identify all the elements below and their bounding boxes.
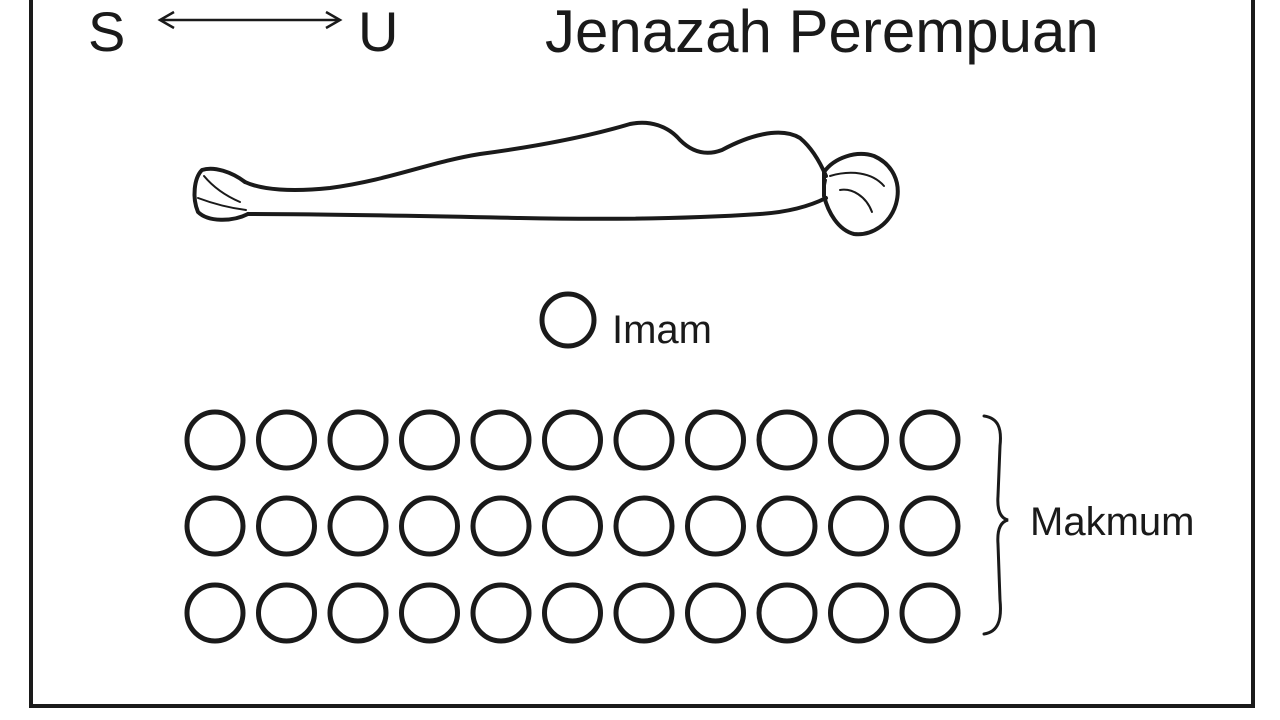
makmum-position-icon bbox=[184, 409, 246, 471]
makmum-position-icon bbox=[256, 582, 317, 644]
imam-position-icon bbox=[539, 291, 597, 349]
makmum-position-icon bbox=[613, 409, 675, 471]
makmum-position-icon bbox=[470, 495, 532, 557]
makmum-position-icon bbox=[256, 495, 317, 557]
makmum-position-icon bbox=[899, 409, 961, 471]
makmum-position-icon bbox=[542, 409, 603, 471]
makmum-position-icon bbox=[828, 582, 889, 644]
makmum-position-icon bbox=[399, 495, 460, 557]
makmum-position-icon bbox=[470, 409, 532, 471]
makmum-position-icon bbox=[828, 409, 889, 471]
makmum-grid bbox=[184, 409, 961, 644]
makmum-position-icon bbox=[327, 495, 389, 557]
makmum-position-icon bbox=[470, 582, 532, 644]
makmum-position-icon bbox=[542, 495, 603, 557]
direction-north-label: U bbox=[358, 0, 399, 63]
makmum-position-icon bbox=[327, 582, 389, 644]
makmum-brace-icon bbox=[982, 414, 1009, 636]
makmum-position-icon bbox=[899, 495, 961, 557]
makmum-position-icon bbox=[613, 495, 675, 557]
makmum-position-icon bbox=[756, 582, 818, 644]
makmum-position-icon bbox=[256, 409, 317, 471]
makmum-position-icon bbox=[828, 495, 889, 557]
direction-arrow-icon bbox=[157, 10, 343, 30]
makmum-position-icon bbox=[899, 582, 961, 644]
diagram-title: Jenazah Perempuan bbox=[545, 0, 1099, 65]
makmum-position-icon bbox=[685, 582, 746, 644]
makmum-position-icon bbox=[756, 495, 818, 557]
makmum-position-icon bbox=[184, 495, 246, 557]
makmum-position-icon bbox=[327, 409, 389, 471]
makmum-position-icon bbox=[399, 582, 460, 644]
diagram-border bbox=[29, 0, 1255, 708]
makmum-position-icon bbox=[184, 582, 246, 644]
deceased-body-icon bbox=[192, 120, 900, 237]
makmum-position-icon bbox=[613, 582, 675, 644]
makmum-position-icon bbox=[756, 409, 818, 471]
makmum-position-icon bbox=[685, 495, 746, 557]
imam-label: Imam bbox=[612, 308, 712, 352]
makmum-position-icon bbox=[685, 409, 746, 471]
makmum-position-icon bbox=[542, 582, 603, 644]
makmum-label: Makmum bbox=[1030, 500, 1195, 544]
makmum-position-icon bbox=[399, 409, 460, 471]
direction-south-label: S bbox=[88, 0, 126, 63]
